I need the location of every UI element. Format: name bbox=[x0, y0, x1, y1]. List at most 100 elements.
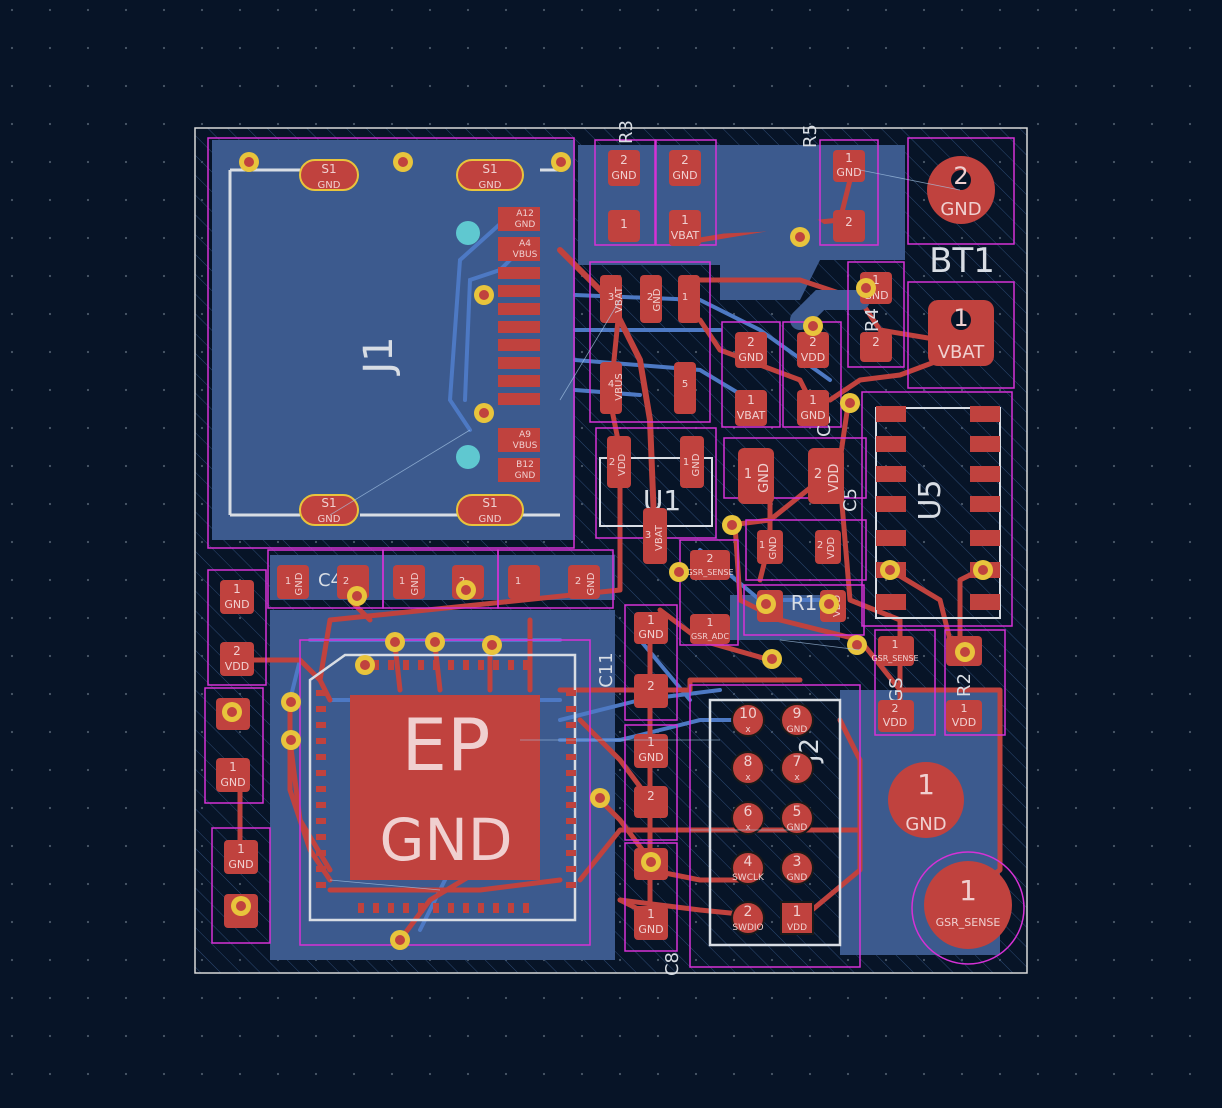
qfn-pad bbox=[566, 738, 576, 744]
qfn-pad bbox=[493, 660, 499, 670]
ep-net: GND bbox=[380, 806, 513, 874]
ref-c11: C11 bbox=[596, 652, 617, 687]
battery-bt1[interactable]: 2 GND 1 VBAT bbox=[927, 156, 995, 366]
svg-text:1: 1 bbox=[515, 576, 521, 587]
pin-net: SWDIO bbox=[732, 923, 763, 933]
svg-text:VDD: VDD bbox=[883, 716, 907, 729]
header-pin[interactable] bbox=[731, 801, 765, 835]
pin-net: SWCLK bbox=[732, 873, 765, 883]
svg-text:1: 1 bbox=[959, 874, 977, 907]
qfn-pad bbox=[566, 866, 576, 872]
svg-text:1: 1 bbox=[759, 540, 765, 551]
svg-text:GND: GND bbox=[652, 288, 663, 311]
header-pin[interactable] bbox=[780, 901, 814, 935]
pad-label: B12 bbox=[516, 460, 534, 470]
j1-connector[interactable]: S1 GND S1 GND S1 GND S1 GND A12 GND bbox=[299, 159, 540, 526]
svg-text:1: 1 bbox=[953, 304, 968, 332]
header-pin[interactable] bbox=[780, 703, 814, 737]
ref-c8: C8 bbox=[662, 952, 683, 976]
qfn-pad bbox=[403, 903, 409, 913]
svg-text:GND: GND bbox=[940, 199, 981, 220]
via-hole bbox=[286, 735, 296, 745]
qfn-pad bbox=[373, 660, 379, 670]
via-hole bbox=[595, 793, 605, 803]
via-hole bbox=[646, 857, 656, 867]
pin-number: 8 bbox=[744, 754, 753, 770]
via-hole bbox=[360, 660, 370, 670]
qfn-pad bbox=[316, 834, 326, 840]
ref-c4: C4 bbox=[318, 570, 342, 591]
via-hole bbox=[479, 290, 489, 300]
pad-net: GND bbox=[318, 514, 341, 525]
qfn-pad bbox=[566, 818, 576, 824]
svg-text:1: 1 bbox=[872, 273, 880, 287]
svg-text:2: 2 bbox=[953, 162, 968, 190]
header-pin[interactable] bbox=[731, 703, 765, 737]
via-hole bbox=[390, 637, 400, 647]
via-hole bbox=[761, 599, 771, 609]
svg-text:GND: GND bbox=[768, 536, 779, 559]
ref-r3: R3 bbox=[616, 120, 637, 144]
header-pin[interactable] bbox=[731, 851, 765, 885]
via-hole bbox=[845, 398, 855, 408]
header-pin[interactable] bbox=[780, 751, 814, 785]
svg-text:5: 5 bbox=[682, 379, 688, 390]
header-pin[interactable] bbox=[780, 801, 814, 835]
ref-c5: C5 bbox=[840, 488, 861, 512]
qfn-pad bbox=[358, 903, 364, 913]
back-power-trace-2 bbox=[790, 290, 870, 330]
qfn-pad bbox=[493, 903, 499, 913]
qfn-pad bbox=[566, 770, 576, 776]
pad-net: GND bbox=[318, 180, 341, 191]
svg-text:VDD: VDD bbox=[801, 351, 825, 364]
qfn-pad bbox=[316, 802, 326, 808]
svg-text:1: 1 bbox=[747, 393, 755, 407]
svg-text:GND: GND bbox=[586, 572, 597, 595]
via-hole bbox=[352, 591, 362, 601]
qfn-pad bbox=[566, 882, 576, 888]
via-hole bbox=[286, 697, 296, 707]
svg-text:1: 1 bbox=[892, 638, 899, 651]
svg-text:1: 1 bbox=[237, 842, 245, 856]
gsr-electrodes[interactable]: 1 GND 1 GSR_SENSE bbox=[888, 762, 1012, 949]
svg-text:VBAT: VBAT bbox=[654, 524, 665, 551]
svg-text:2: 2 bbox=[609, 457, 615, 468]
pin-number: 5 bbox=[793, 804, 802, 820]
via-hole bbox=[960, 647, 970, 657]
qfn-pad bbox=[388, 660, 394, 670]
qfn-pad bbox=[566, 786, 576, 792]
svg-text:GND: GND bbox=[228, 858, 253, 871]
pin-number: 3 bbox=[793, 854, 802, 870]
svg-text:VBUS: VBUS bbox=[614, 373, 625, 400]
header-pin[interactable] bbox=[731, 901, 765, 935]
svg-text:2: 2 bbox=[817, 540, 823, 551]
svg-text:1: 1 bbox=[647, 735, 655, 749]
qfn-pad bbox=[463, 903, 469, 913]
pin-net: x bbox=[745, 823, 751, 833]
via-hole bbox=[808, 321, 818, 331]
via-hole bbox=[236, 901, 246, 911]
svg-text:VBAT: VBAT bbox=[938, 342, 986, 363]
mcu-exposed-pad[interactable]: EP GND bbox=[316, 660, 576, 913]
header-pin[interactable] bbox=[780, 851, 814, 885]
pad-net: GND bbox=[479, 514, 502, 525]
svg-text:1: 1 bbox=[229, 760, 237, 774]
qfn-pad bbox=[316, 786, 326, 792]
svg-text:2: 2 bbox=[747, 335, 755, 349]
silkscreen-outlines bbox=[228, 168, 1001, 947]
via-hole bbox=[479, 408, 489, 418]
via-hole bbox=[885, 565, 895, 575]
qfn-pad bbox=[566, 722, 576, 728]
svg-text:2: 2 bbox=[809, 335, 817, 349]
svg-text:2: 2 bbox=[845, 215, 853, 229]
svg-text:GND: GND bbox=[220, 776, 245, 789]
svg-text:GND: GND bbox=[638, 923, 663, 936]
svg-text:2: 2 bbox=[681, 153, 689, 167]
header-pin[interactable] bbox=[731, 751, 765, 785]
qfn-pad bbox=[566, 850, 576, 856]
qfn-pad bbox=[316, 882, 326, 888]
pin-net: x bbox=[745, 773, 751, 783]
pad-net: VBUS bbox=[513, 250, 538, 260]
